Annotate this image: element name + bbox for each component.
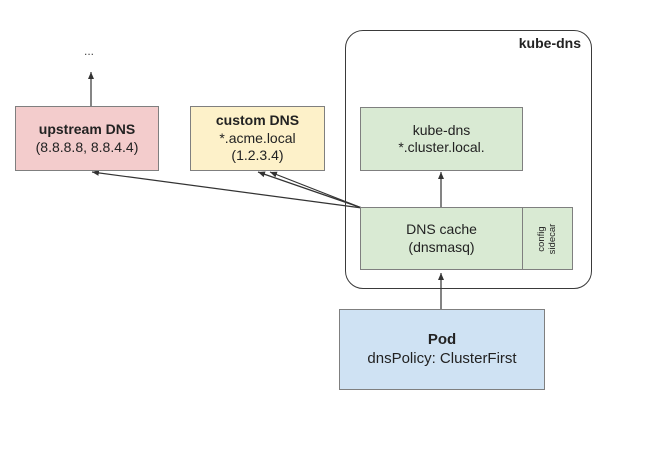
config-sidecar-node: config sidecar	[522, 207, 573, 270]
custom-dns-address: (1.2.3.4)	[231, 147, 284, 164]
kube-dns-service-name: kube-dns	[412, 121, 471, 138]
dns-cache-node: DNS cache (dnsmasq)	[360, 207, 523, 270]
kube-dns-service-domain: *.cluster.local.	[398, 139, 485, 155]
config-sidecar-line2: sidecar	[546, 223, 558, 254]
kube-dns-service-node: kube-dns *.cluster.local.	[360, 107, 523, 171]
pod-title: Pod	[427, 330, 457, 348]
custom-dns-node: custom DNS *.acme.local (1.2.3.4)	[190, 106, 325, 171]
custom-dns-title: custom DNS	[215, 112, 300, 129]
arrow-cache-to-upstream	[91, 169, 363, 209]
dns-cache-impl: (dnsmasq)	[408, 238, 475, 255]
upstream-dns-addresses: (8.8.8.8, 8.8.4.4)	[35, 138, 139, 155]
more-upstream-ellipsis: ...	[84, 44, 95, 58]
pod-node: Pod dnsPolicy: ClusterFirst	[339, 309, 545, 390]
dns-cache-name: DNS cache	[406, 221, 477, 237]
custom-dns-domain: *.acme.local	[219, 129, 296, 146]
kube-dns-group-title: kube-dns	[518, 35, 581, 51]
pod-dns-policy: dnsPolicy: ClusterFirst	[367, 349, 517, 367]
upstream-dns-title: upstream DNS	[38, 121, 136, 137]
config-sidecar-line1: config	[535, 225, 547, 252]
kube-dns-group: kube-dns	[345, 30, 592, 289]
upstream-dns-node: upstream DNS (8.8.8.8, 8.8.4.4)	[15, 106, 159, 171]
